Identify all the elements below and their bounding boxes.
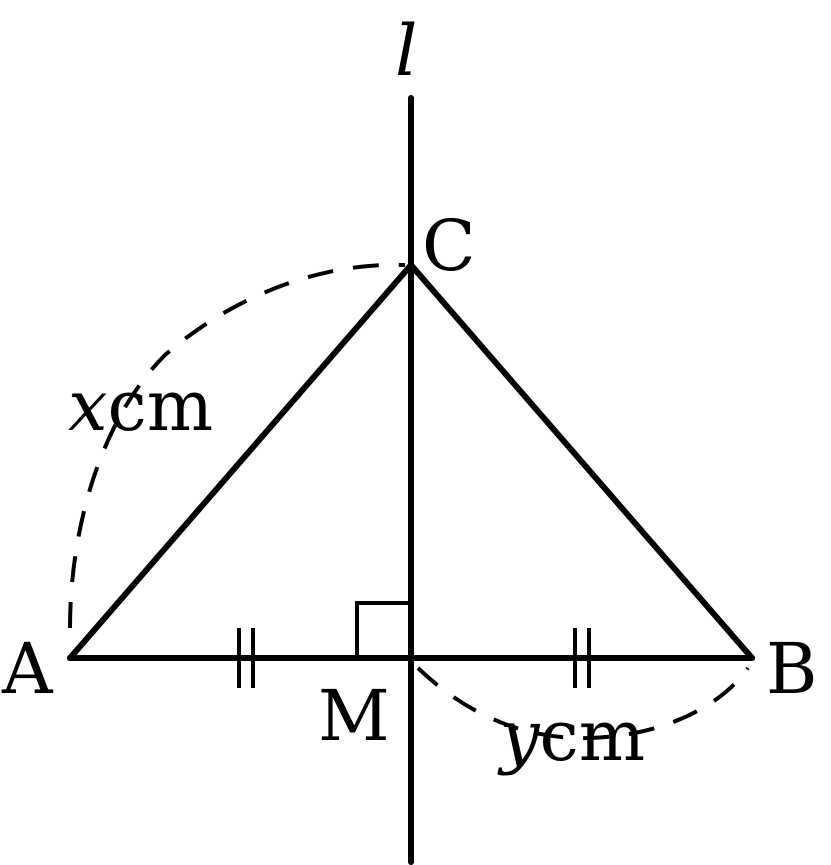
line-label-l: l <box>395 10 417 92</box>
dashed-arc-AC <box>68 262 406 629</box>
side-label-x: xcm <box>68 365 213 447</box>
right-angle-mark <box>355 601 411 658</box>
point-label-B: B <box>766 628 817 710</box>
point-label-C: C <box>422 205 476 287</box>
tick-mark-AM <box>237 628 255 688</box>
tick-mark-MB <box>573 628 591 688</box>
point-label-A: A <box>1 628 54 710</box>
dashed-arc-MB <box>416 666 750 741</box>
segment-AC <box>67 262 414 661</box>
point-label-M: M <box>318 675 390 757</box>
side-label-y: ycm <box>497 695 645 777</box>
segment-CB <box>408 262 755 661</box>
